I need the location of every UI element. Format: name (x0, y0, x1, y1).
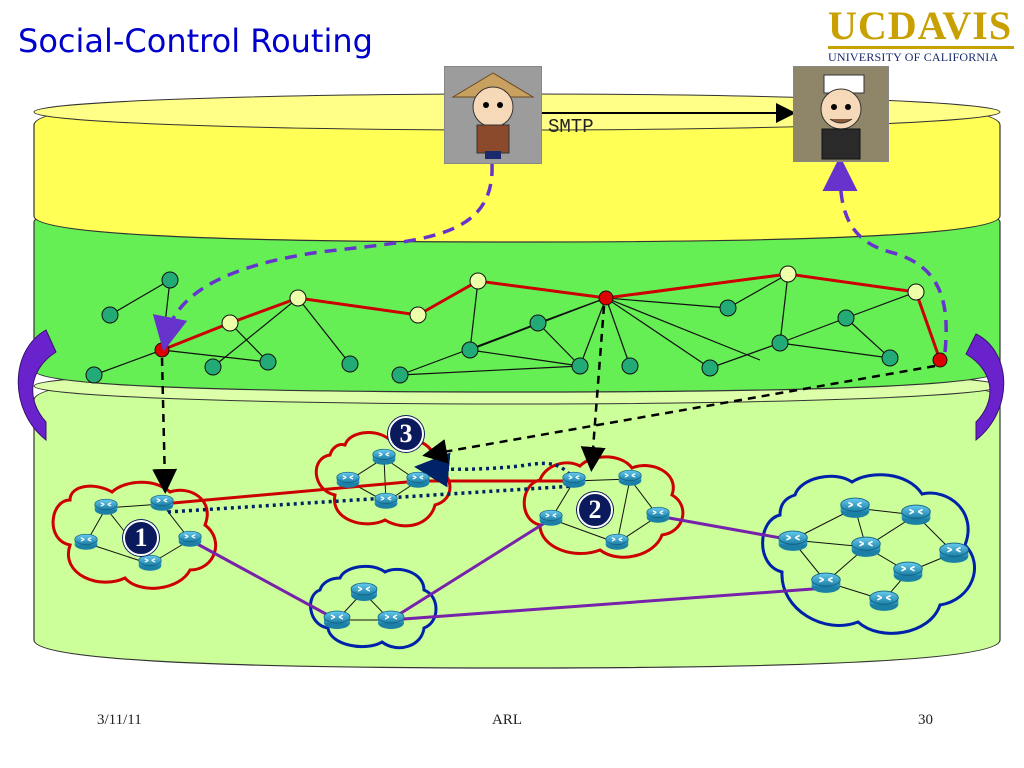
logo-subtitle: UNIVERSITY OF CALIFORNIA (828, 46, 1014, 65)
inter-link-red-1 (161, 479, 419, 506)
cloud-red-1 (51, 480, 218, 590)
social-nodes (85, 265, 948, 384)
ucdavis-logo: UCDAVIS UNIVERSITY OF CALIFORNIA (828, 3, 1018, 65)
page-title: Social-Control Routing (18, 22, 373, 60)
logo-davis: DAVIS (887, 3, 1013, 48)
smtp-label: SMTP (548, 116, 594, 138)
inter-link-purple-3 (389, 586, 827, 622)
dotted-route-1 (167, 484, 575, 514)
cartoon-person-hat-icon (444, 66, 542, 164)
dashed-route-to-receiver (822, 156, 948, 353)
inter-link-purple-1 (189, 538, 338, 622)
step-badge-2: 2 (577, 492, 613, 528)
step-badge-3: 3 (388, 416, 424, 452)
curved-arrow-left-icon (17, 329, 57, 442)
footer-center: ARL (492, 712, 522, 728)
dashed-route-diag (422, 364, 936, 464)
footer-date: 3/11/11 (97, 712, 142, 728)
inter-link-purple-2 (389, 517, 552, 622)
cloud-blue-small (309, 564, 438, 650)
dashed-route-down-1 (152, 357, 178, 494)
step-badge-1: 1 (123, 520, 159, 556)
inter-link-purple-4 (657, 514, 793, 542)
cartoon-person-bald-icon (793, 66, 889, 162)
curved-arrow-right-icon (965, 333, 1005, 442)
logo-uc: UC (828, 3, 888, 48)
dashed-route-down-2 (580, 305, 606, 472)
cloud-blue-large (761, 473, 976, 635)
footer-page-number: 30 (918, 712, 933, 728)
